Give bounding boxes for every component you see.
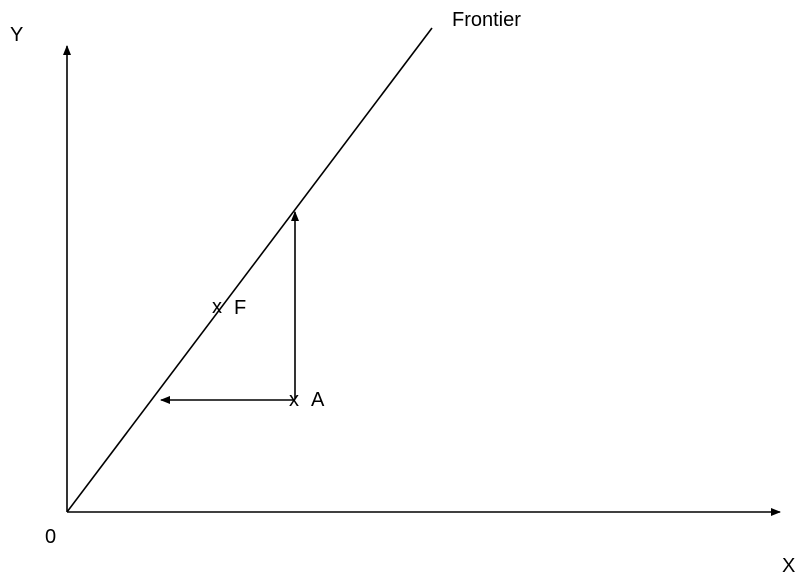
- x-axis-label: X: [782, 555, 795, 577]
- point-f-marker: x: [212, 296, 222, 318]
- frontier-line: [66, 27, 433, 513]
- y-axis-label: Y: [10, 24, 23, 46]
- point-a-marker: x: [289, 389, 299, 411]
- point-f-label: F: [234, 297, 246, 319]
- origin-label: 0: [45, 526, 56, 548]
- point-a-label: A: [311, 389, 325, 411]
- frontier-label: Frontier: [452, 9, 521, 31]
